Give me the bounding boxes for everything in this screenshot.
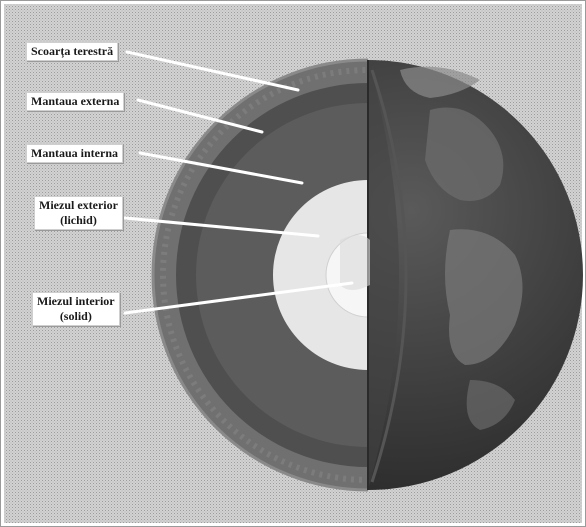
label-inner-core-line2: (solid) [37, 309, 115, 324]
label-crust: Scoarța terestră [26, 42, 118, 61]
earth-globe [153, 60, 583, 490]
label-inner-core-line1: Miezul interior [37, 294, 115, 309]
label-inner-mantle: Mantaua interna [26, 144, 123, 163]
label-outer-core-line2: (lichid) [39, 213, 118, 228]
label-outer-mantle: Mantaua externa [26, 92, 124, 111]
label-inner-core: Miezul interior (solid) [32, 292, 120, 326]
label-outer-core: Miezul exterior (lichid) [34, 196, 123, 230]
label-outer-core-line1: Miezul exterior [39, 198, 118, 213]
